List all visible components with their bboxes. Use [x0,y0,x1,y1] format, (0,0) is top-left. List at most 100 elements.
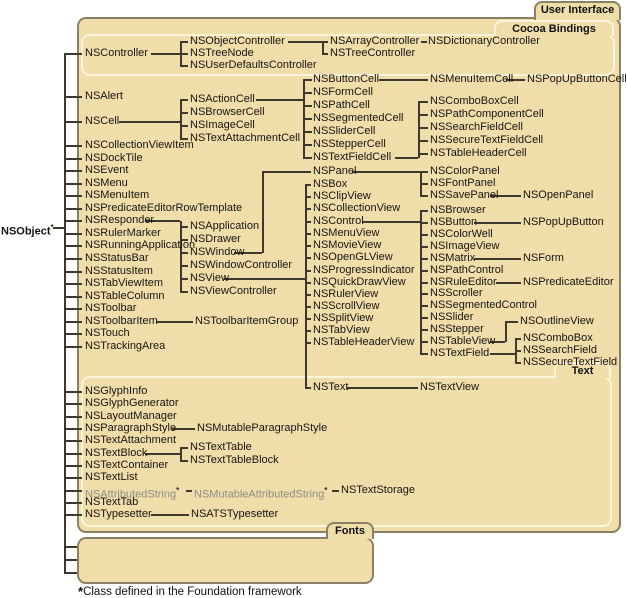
user-interface-tab: User Interface [534,1,621,20]
class-nspopupbuttoncell: NSPopUpButtonCell [527,73,627,85]
connector-line [64,183,82,185]
class-nsatstypesetter: NSATSTypesetter [191,508,279,520]
connector-line [64,490,82,492]
class-nscollectionviewitem: NSCollectionViewItem [85,139,194,151]
connector-line [420,210,428,212]
class-nstoolbaritem: NSToolbarItem [85,315,158,327]
connector-line [305,257,311,259]
class-nsbox: NSBox [313,178,348,190]
connector-line [288,41,322,43]
connector-line [64,321,82,323]
foundation-footnote-marker: * [50,223,54,232]
class-nsactioncell: NSActionCell [190,93,255,105]
class-nsimageview: NSImageView [430,240,500,252]
class-nsmenuitem: NSMenuItem [85,189,150,201]
class-nstablecolumn: NSTableColumn [85,290,165,302]
class-nscombobox: NSComboBox [523,332,593,344]
connector-line [156,321,193,323]
connector-line [303,118,312,120]
connector-line [420,282,428,284]
class-nspathcontrol: NSPathControl [430,264,504,276]
connector-line [64,416,82,418]
connector-line [515,362,521,364]
class-nsbrowsercell: NSBrowserCell [190,106,265,118]
connector-line [180,448,182,461]
connector-line [496,282,521,284]
connector-line [420,353,428,355]
class-nstext: NSText [313,381,349,393]
connector-line [64,208,82,210]
connector-line [64,440,82,442]
class-nstrackingarea: NSTrackingArea [85,340,166,352]
connector-line [515,338,521,340]
class-nstexttab: NSTextTab [85,496,139,508]
connector-line [64,96,82,98]
connector-line [322,42,324,54]
connector-line [305,387,311,389]
footnote: *Class defined in the Foundation framewo… [78,584,302,598]
connector-line [474,258,521,260]
class-nspanel: NSPanel [313,165,357,177]
connector-line [515,350,521,352]
class-nsform: NSForm [523,252,564,264]
connector-line [322,53,328,55]
connector-line [418,102,420,158]
connector-line [420,317,428,319]
class-nsmenuview: NSMenuView [313,227,380,239]
connector-line [420,341,428,343]
connector-line [305,330,311,332]
class-nssplitview: NSSplitView [313,312,374,324]
class-nspathcell: NSPathCell [313,99,370,111]
class-nscolorwell: NSColorWell [430,228,493,240]
class-nsarraycontroller: NSArrayController [330,35,420,47]
class-nsstatusbar: NSStatusBar [85,252,149,264]
class-nscolorpanel: NSColorPanel [430,165,500,177]
connector-line [64,54,66,573]
connector-line [474,222,521,224]
class-nsdocktile: NSDockTile [85,152,143,164]
connector-line [64,333,82,335]
connector-line [305,318,311,320]
class-nsformcell: NSFormCell [313,86,373,98]
class-nssteppercell: NSStepperCell [313,138,386,150]
class-nstouch: NSTouch [85,327,130,339]
connector-line [64,308,82,310]
class-nssearchfield: NSSearchField [523,344,597,356]
class-nsscrollview: NSScrollView [313,300,380,312]
connector-line [64,559,82,561]
class-nsopenpanel: NSOpenPanel [523,189,594,201]
class-nstableview: NSTableView [430,335,496,347]
connector-line [180,291,188,293]
connector-line [506,79,525,81]
class-nsbuttoncell: NSButtonCell [313,73,380,85]
connector-line [303,105,312,107]
class-nswindow: NSWindow [190,246,245,258]
class-nsimagecell: NSImageCell [190,119,255,131]
class-nsbutton: NSButton [430,216,478,228]
connector-line [303,144,312,146]
connector-line [418,140,428,142]
connector-line [64,346,82,348]
connector-line [505,321,518,323]
connector-line [180,460,188,462]
class-nsalert: NSAlert [85,90,123,102]
class-nstableheadercell: NSTableHeaderCell [430,147,527,159]
class-nstabviewitem: NSTabViewItem [85,277,164,289]
connector-line [180,226,188,228]
fonts-folder [77,537,374,584]
connector-line [420,171,428,173]
class-nsrulermarker: NSRulerMarker [85,227,161,239]
class-nsquickdrawview: NSQuickDrawView [313,276,406,288]
connector-line [180,65,188,67]
connector-line [180,265,188,267]
class-nsmutableattributedstring: NSMutableAttributedString* [194,486,328,501]
connector-line [64,477,82,479]
connector-line [303,157,312,159]
class-nsview: NSView [190,272,229,284]
user-interface-folder [77,17,621,533]
class-nsdictionarycontroller: NSDictionaryController [428,35,540,47]
connector-line [363,221,420,223]
class-nstableheaderview: NSTableHeaderView [313,336,415,348]
connector-line [224,278,305,280]
connector-line [420,234,428,236]
